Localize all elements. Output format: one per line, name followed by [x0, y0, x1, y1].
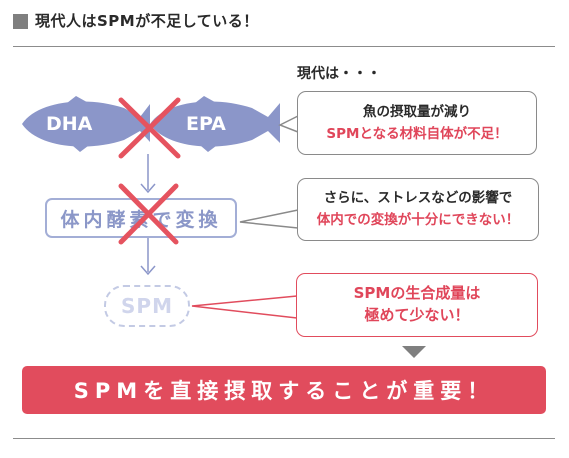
- down-arrow-icon: [402, 346, 426, 358]
- page-title: 現代人はSPMが不足している！: [35, 12, 259, 30]
- callout-bubble-3: SPMの生合成量は 極めて少ない！: [296, 273, 538, 337]
- bubble2-line2: 体内での変換が十分にできない！: [316, 212, 520, 228]
- spm-faint-pill: SPM: [104, 285, 190, 327]
- conclusion-banner: SPMを直接摂取することが重要！: [22, 366, 546, 414]
- spm-pill-label: SPM: [121, 294, 173, 318]
- bottom-divider: [13, 438, 555, 439]
- bubble3-tail: [191, 295, 298, 319]
- fish-label-epa: EPA: [186, 113, 226, 135]
- bubble1-tail: [278, 115, 299, 133]
- header-square-icon: [13, 14, 28, 29]
- flow-arrow-2: [140, 238, 156, 276]
- cross-mark-icon: [118, 97, 181, 159]
- bubble1-line1: 魚の摂取量が減り: [363, 104, 471, 120]
- fish-epa-icon: [150, 96, 280, 152]
- fish-label-dha: DHA: [46, 113, 93, 135]
- callout-bubble-1: 魚の摂取量が減り SPMとなる材料自体が不足！: [297, 91, 537, 155]
- bubble2-tail: [239, 209, 299, 229]
- bubble3-line1: SPMの生合成量は: [353, 284, 481, 302]
- bubble2-line1: さらに、ストレスなどの影響で: [323, 190, 513, 206]
- cross-mark-enzyme-icon: [118, 183, 179, 245]
- modern-label: 現代は・・・: [297, 66, 381, 82]
- callout-bubble-2: さらに、ストレスなどの影響で 体内での変換が十分にできない！: [297, 178, 539, 241]
- flow-arrow-1: [140, 154, 156, 194]
- enzyme-conversion-box: 体内酵素で変換: [45, 198, 237, 238]
- fish-dha-icon: [22, 96, 150, 152]
- enzyme-conversion-label: 体内酵素で変換: [60, 205, 221, 232]
- bubble3-line2: 極めて少ない！: [364, 306, 470, 324]
- bubble1-line2: SPMとなる材料自体が不足！: [326, 126, 508, 142]
- conclusion-banner-text: SPMを直接摂取することが重要！: [73, 379, 495, 403]
- top-divider: [13, 46, 555, 47]
